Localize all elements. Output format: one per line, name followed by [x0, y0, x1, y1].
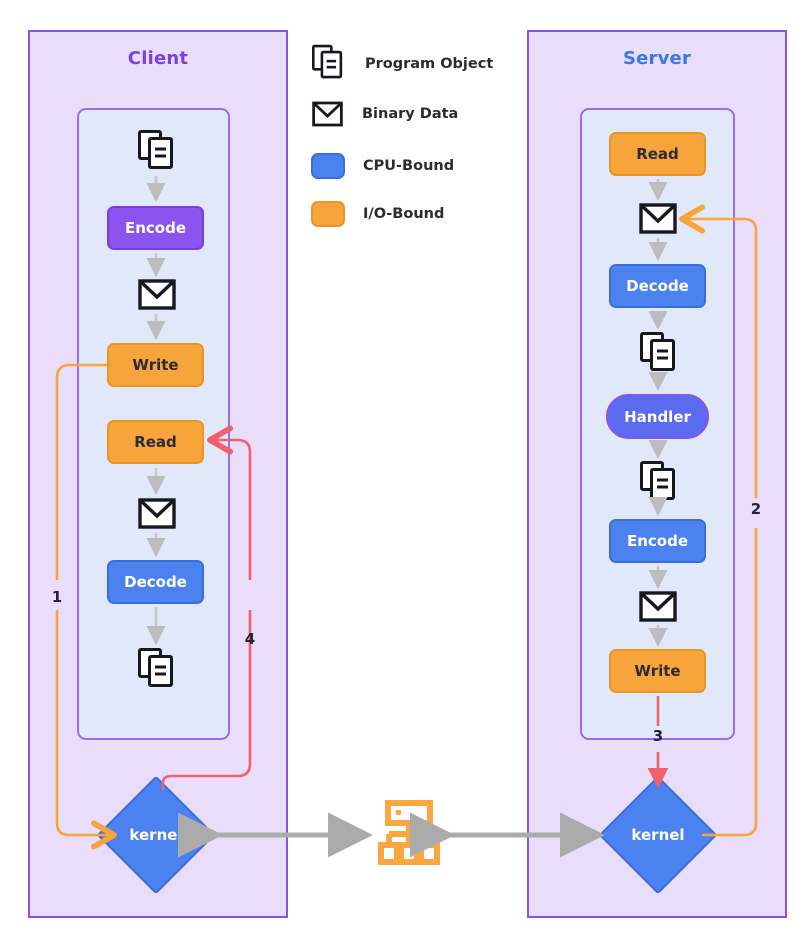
client-kernel-node[interactable]: kernel [96, 775, 216, 895]
server-kernel-node[interactable]: kernel [598, 775, 718, 895]
program-object-icon [640, 332, 676, 372]
step-number-4: 4 [244, 630, 256, 648]
legend-item-io-bound: I/O-Bound [311, 201, 444, 227]
legend-label-cpu-bound: CPU-Bound [363, 158, 455, 174]
server-write-node[interactable]: Write [609, 649, 706, 693]
legend-label-program-object: Program Object [365, 56, 494, 72]
server-decode-label: Decode [626, 277, 689, 295]
server-handler-node[interactable]: Handler [606, 394, 709, 439]
binary-data-icon [138, 279, 176, 310]
step-number-2: 2 [750, 500, 762, 518]
client-read-node[interactable]: Read [107, 420, 204, 464]
client-encode-label: Encode [124, 219, 187, 237]
legend-item-cpu-bound: CPU-Bound [311, 153, 454, 179]
server-kernel-label: kernel [631, 826, 685, 844]
client-write-label: Write [132, 356, 179, 374]
server-encode-node[interactable]: Encode [609, 519, 706, 563]
server-encode-label: Encode [626, 532, 689, 550]
io-bound-swatch [311, 201, 345, 227]
legend-item-binary-data: Binary Data [312, 100, 458, 128]
binary-data-icon [639, 203, 677, 234]
server-read-label: Read [636, 145, 679, 163]
program-object-icon [312, 44, 343, 84]
binary-data-icon-2 [138, 498, 176, 529]
step-number-3: 3 [652, 727, 664, 745]
legend: Program Object Binary Data CPU-Bound I/O… [311, 40, 522, 240]
legend-label-binary-data: Binary Data [362, 106, 459, 122]
binary-data-icon [312, 100, 343, 128]
legend-label-io-bound: I/O-Bound [363, 206, 445, 222]
server-read-node[interactable]: Read [609, 132, 706, 176]
server-decode-node[interactable]: Decode [609, 264, 706, 308]
cpu-bound-swatch [311, 153, 345, 179]
client-decode-label: Decode [124, 573, 187, 591]
client-decode-node[interactable]: Decode [107, 560, 204, 604]
legend-item-program-object: Program Object [312, 44, 493, 84]
program-object-icon-2 [640, 461, 676, 501]
client-title: Client [127, 48, 189, 69]
client-kernel-label: kernel [129, 826, 183, 844]
server-write-label: Write [634, 662, 681, 680]
program-object-icon-2 [138, 648, 174, 688]
server-title: Server [622, 48, 692, 69]
network-sitemap-icon [378, 800, 440, 870]
server-handler-label: Handler [624, 407, 691, 426]
client-encode-node[interactable]: Encode [107, 206, 204, 250]
client-read-label: Read [134, 433, 177, 451]
program-object-icon [138, 130, 174, 170]
client-write-node[interactable]: Write [107, 343, 204, 387]
binary-data-icon-2 [639, 591, 677, 622]
step-number-1: 1 [51, 588, 63, 606]
